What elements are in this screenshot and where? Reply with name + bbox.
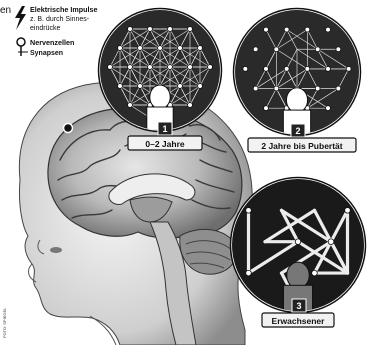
neuron-node xyxy=(118,46,123,51)
stage-2-label: 2 Jahre bis Pubertät xyxy=(261,141,342,151)
neuron-node xyxy=(118,84,123,89)
neuron-node xyxy=(253,86,258,91)
neuron-node xyxy=(246,270,252,276)
neuron-node xyxy=(178,46,183,51)
head-silhouette-icon xyxy=(287,262,309,288)
stage-3-network xyxy=(231,178,366,319)
neuron-node xyxy=(315,47,320,52)
stage-2-network xyxy=(234,9,361,142)
neuron-node xyxy=(312,270,318,276)
stage-1-number: 1 xyxy=(162,124,167,134)
neuron-node xyxy=(188,27,193,32)
stage-3-number: 3 xyxy=(296,301,301,311)
neuron-node xyxy=(243,67,248,72)
neuron-node xyxy=(326,106,331,111)
head-silhouette-icon xyxy=(286,88,307,113)
neuron-node xyxy=(284,67,289,72)
neuron-node xyxy=(328,239,334,245)
neuron-node xyxy=(253,47,258,52)
neuron-node xyxy=(198,46,203,51)
neuron-node xyxy=(284,27,289,32)
region-marker-icon xyxy=(64,124,73,133)
neuron-node xyxy=(128,27,133,32)
neuron-node xyxy=(264,67,269,72)
neuron-node xyxy=(336,86,341,91)
stage-1-label: 0–2 Jahre xyxy=(145,139,184,149)
neuron-node xyxy=(336,47,341,52)
neuron-node xyxy=(346,67,351,72)
neuron-node xyxy=(168,27,173,32)
neuron-icon xyxy=(17,38,25,56)
stage-2-number: 2 xyxy=(295,126,300,136)
neuron-node xyxy=(315,86,320,91)
lightning-icon xyxy=(15,6,26,30)
neuron-node xyxy=(208,65,213,70)
neuron-node xyxy=(274,47,279,52)
cropped-text: en xyxy=(0,5,11,16)
neuron-node xyxy=(326,67,331,72)
neuron-node xyxy=(168,65,173,70)
neuron-node xyxy=(305,67,310,72)
neuron-node xyxy=(264,106,269,111)
neuron-node xyxy=(188,65,193,70)
legend-impulse-line1: Elektrische Impulse xyxy=(30,5,98,14)
neuron-node xyxy=(295,239,301,245)
neuron-node xyxy=(138,84,143,89)
neuron-node xyxy=(305,27,310,32)
legend: Elektrische Impulse z. B. durch Sinnes- … xyxy=(15,5,98,57)
neuron-node xyxy=(138,46,143,51)
neuron-node xyxy=(246,208,252,214)
stage-2-label-box: 2 2 Jahre bis Pubertät xyxy=(248,124,356,152)
head-silhouette-icon xyxy=(150,85,170,109)
legend-impulse-line3: eindrücke xyxy=(30,25,60,32)
neuron-node xyxy=(108,65,113,70)
neuron-node xyxy=(198,84,203,89)
neuron-node xyxy=(158,46,163,51)
neuron-node xyxy=(274,86,279,91)
neuron-node xyxy=(188,103,193,108)
legend-impulse-line2: z. B. durch Sinnes- xyxy=(30,16,90,23)
neuron-node xyxy=(128,65,133,70)
neuron-node xyxy=(264,27,269,32)
neuron-node xyxy=(178,84,183,89)
neuron-node xyxy=(128,103,133,108)
neuron-node xyxy=(345,208,351,214)
legend-neuron-line2: Synapsen xyxy=(30,50,63,57)
photo-credit: FOTO: SPIEGEL xyxy=(2,307,7,338)
legend-neuron-line1: Nervenzellen xyxy=(30,38,74,47)
stage-3-label: Erwachsener xyxy=(272,316,326,326)
neuron-node xyxy=(326,27,331,32)
neuron-node xyxy=(148,65,153,70)
neuron-node xyxy=(148,27,153,32)
